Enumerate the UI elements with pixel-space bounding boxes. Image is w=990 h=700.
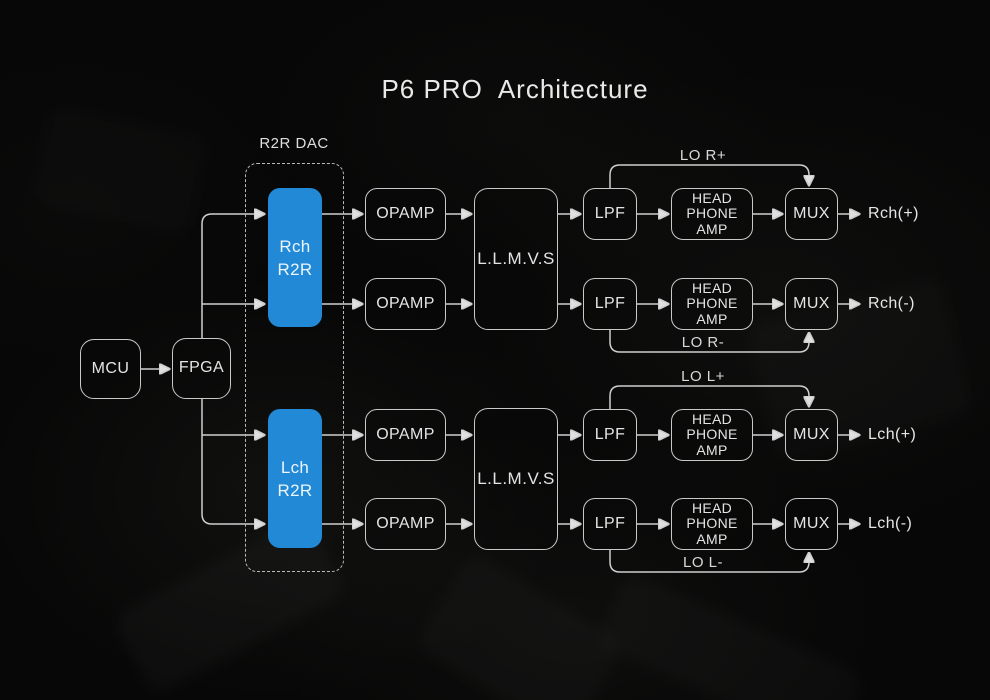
r2r-dac-group-outline: [245, 163, 344, 572]
headphone-amp-label-line1: HEAD: [691, 499, 733, 516]
llmvs-block-right-channel: L.L.M.V.S: [474, 188, 558, 330]
mux-block-row4: MUX: [785, 498, 838, 550]
output-label-rch-minus: Rch(-): [868, 295, 915, 312]
wire-bypass-lo-l-plus: [609, 385, 809, 409]
wire-bypass-lo-r-minus: [609, 330, 809, 353]
fpga-block: FPGA: [172, 338, 231, 399]
headphone-amp-label-line2: PHONE: [686, 515, 738, 532]
wire-fpga-to-rchr2r-row1: [201, 214, 263, 338]
bypass-label-lo-r-minus: LO R-: [681, 334, 725, 351]
rch-r2r-label-line1: Rch: [279, 236, 311, 256]
mux-label: MUX: [793, 425, 830, 443]
wire-fpga-to-lchr2r-row4: [201, 399, 263, 524]
lpf-label: LPF: [594, 425, 626, 443]
lpf-block-row4: LPF: [583, 498, 637, 550]
headphone-amp-block-row3: HEAD PHONE AMP: [671, 409, 753, 461]
lpf-label: LPF: [594, 204, 626, 222]
wire-bypass-lo-r-plus: [609, 164, 809, 188]
opamp-label: OPAMP: [376, 514, 435, 532]
headphone-amp-block-row4: HEAD PHONE AMP: [671, 498, 753, 550]
lpf-block-row1: LPF: [583, 188, 637, 240]
headphone-amp-label-line1: HEAD: [691, 410, 733, 427]
llmvs-label: L.L.M.V.S: [477, 249, 555, 269]
lpf-label: LPF: [594, 294, 626, 312]
lpf-block-row2: LPF: [583, 278, 637, 330]
wire-bypass-lo-l-minus: [609, 550, 809, 573]
llmvs-block-left-channel: L.L.M.V.S: [474, 408, 558, 550]
headphone-amp-label-line2: PHONE: [686, 426, 738, 443]
bypass-label-lo-l-minus: LO L-: [682, 554, 723, 571]
opamp-label: OPAMP: [376, 294, 435, 312]
headphone-amp-label-line1: HEAD: [691, 279, 733, 296]
headphone-amp-label-line3: AMP: [696, 220, 728, 237]
output-label-lch-plus: Lch(+): [868, 426, 917, 443]
bypass-label-lo-r-plus: LO R+: [679, 147, 727, 164]
lch-r2r-label-line2: R2R: [277, 480, 313, 500]
headphone-amp-label-line3: AMP: [696, 441, 728, 458]
mux-block-row3: MUX: [785, 409, 838, 461]
headphone-amp-label-line2: PHONE: [686, 205, 738, 222]
rch-r2r-block: Rch R2R: [268, 188, 322, 327]
mux-block-row2: MUX: [785, 278, 838, 330]
diagram-title: P6 PRO Architecture: [381, 74, 649, 104]
lch-r2r-block: Lch R2R: [268, 409, 322, 548]
opamp-block-row1: OPAMP: [365, 188, 446, 240]
headphone-amp-label-line1: HEAD: [691, 189, 733, 206]
rch-r2r-label-line2: R2R: [277, 259, 313, 279]
opamp-label: OPAMP: [376, 425, 435, 443]
lpf-block-row3: LPF: [583, 409, 637, 461]
llmvs-label: L.L.M.V.S: [477, 469, 555, 489]
headphone-amp-block-row2: HEAD PHONE AMP: [671, 278, 753, 330]
mcu-label: MCU: [91, 359, 130, 377]
opamp-block-row4: OPAMP: [365, 498, 446, 550]
headphone-amp-block-row1: HEAD PHONE AMP: [671, 188, 753, 240]
headphone-amp-label-line3: AMP: [696, 530, 728, 547]
opamp-block-row2: OPAMP: [365, 278, 446, 330]
headphone-amp-label-line3: AMP: [696, 310, 728, 327]
headphone-amp-label-line2: PHONE: [686, 295, 738, 312]
fpga-label: FPGA: [178, 359, 225, 377]
bypass-label-lo-l-plus: LO L+: [681, 368, 725, 385]
lch-r2r-label-line1: Lch: [280, 457, 310, 477]
lpf-label: LPF: [594, 514, 626, 532]
mux-label: MUX: [793, 294, 830, 312]
mux-block-row1: MUX: [785, 188, 838, 240]
mcu-block: MCU: [80, 339, 141, 399]
opamp-label: OPAMP: [376, 204, 435, 222]
mux-label: MUX: [793, 204, 830, 222]
output-label-lch-minus: Lch(-): [868, 515, 913, 532]
opamp-block-row3: OPAMP: [365, 409, 446, 461]
r2r-dac-group-label: R2R DAC: [259, 135, 329, 152]
mux-label: MUX: [793, 514, 830, 532]
output-label-rch-plus: Rch(+): [868, 205, 919, 222]
